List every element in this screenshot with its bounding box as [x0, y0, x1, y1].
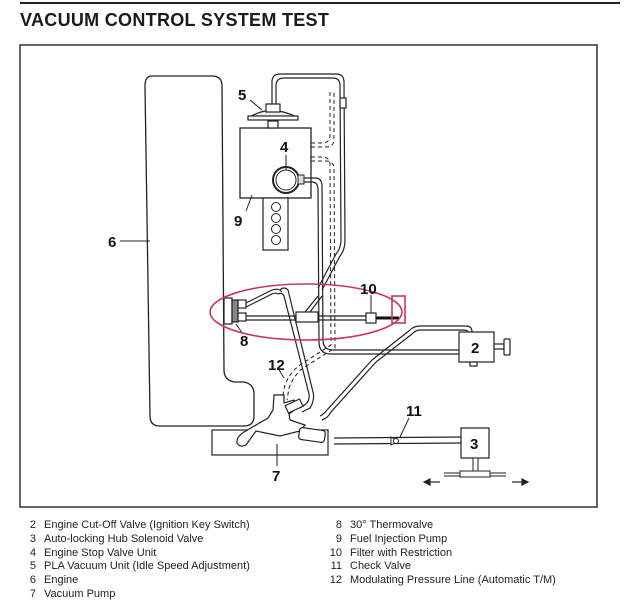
callout-2: 2	[471, 340, 479, 357]
hub-valve-tee	[444, 457, 506, 478]
leader-11	[399, 417, 410, 438]
vacuum-hose-stop-valve	[304, 177, 463, 355]
highlight-box	[391, 295, 406, 324]
diagram-frame	[19, 44, 598, 508]
hose-to-cutoff-valve	[319, 325, 473, 421]
modulating-pressure-line	[281, 92, 336, 401]
engine-cutoff-valve	[458, 331, 511, 367]
top-rule	[20, 2, 620, 4]
callout-11: 11	[406, 403, 422, 420]
leader-12	[277, 367, 285, 379]
callout-8: 8	[240, 333, 248, 350]
pump-cylinders	[271, 202, 281, 245]
vacuum-pump	[236, 394, 326, 447]
check-valve	[390, 436, 400, 446]
engine-stop-valve	[272, 166, 300, 194]
filter-with-restriction	[365, 312, 377, 324]
page-title: VACUUM CONTROL SYSTEM TEST	[20, 10, 330, 30]
engine-outline	[144, 75, 255, 427]
thermovalve	[223, 297, 247, 325]
pla-vacuum-unit	[247, 103, 299, 129]
vacuum-system-diagram: 5 4 9 6 10 8 2 12 11 3 7	[19, 44, 598, 508]
callout-7: 7	[272, 468, 280, 485]
hub-solenoid-valve	[460, 427, 490, 459]
callout-4: 4	[280, 139, 289, 156]
callout-9: 9	[234, 213, 242, 230]
callout-3: 3	[470, 436, 478, 453]
hose-to-hub-valve	[333, 436, 463, 445]
callout-5: 5	[238, 87, 246, 104]
vacuum-hose-top	[271, 73, 347, 291]
thermovalve-lines	[245, 287, 366, 413]
callout-12: 12	[268, 357, 285, 374]
flow-arrows	[422, 478, 530, 486]
leader-5	[249, 99, 263, 111]
highlight-ellipse	[209, 283, 403, 341]
callout-10: 10	[360, 281, 377, 298]
leader-9	[245, 194, 253, 212]
callout-6: 6	[108, 234, 116, 251]
pump-cylinder-block	[262, 197, 289, 251]
